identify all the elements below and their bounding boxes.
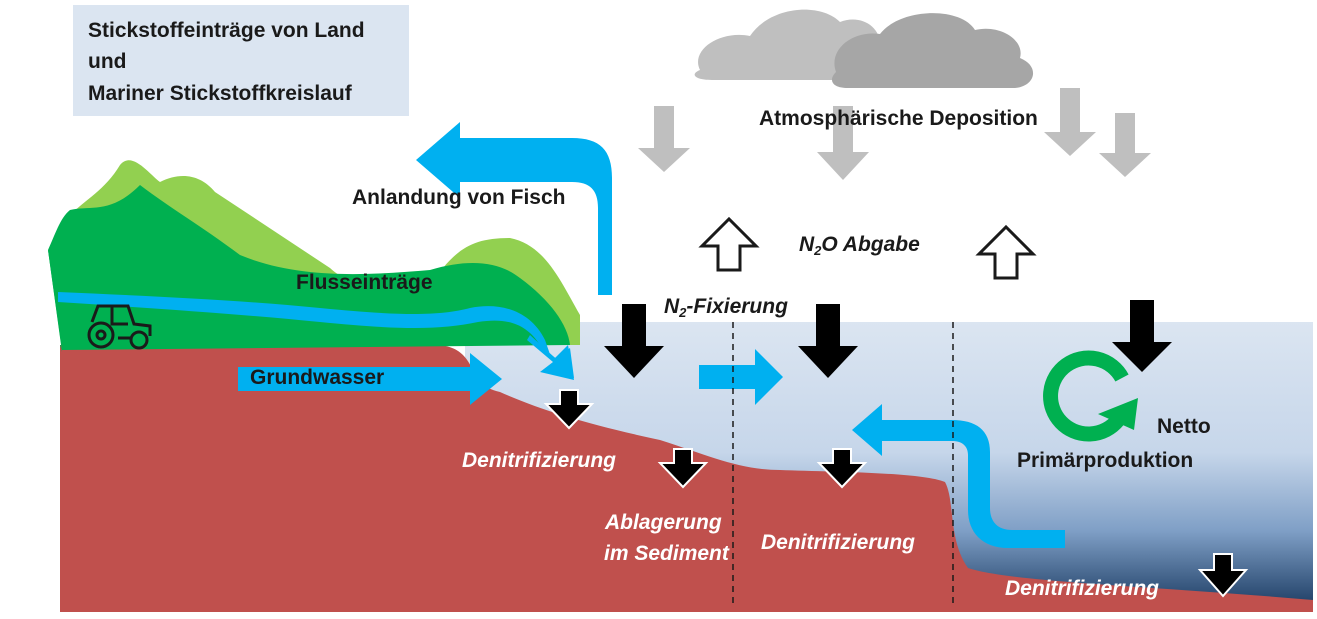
deposition-arrow <box>638 106 690 172</box>
title-line-3: Mariner Stickstoffkreislauf <box>88 82 352 105</box>
deposition-arrow <box>817 106 869 180</box>
n2o-up-arrow <box>698 216 760 272</box>
denitrification-arrow <box>543 389 595 430</box>
n2o-release-label: N2O Abgabe <box>799 233 920 258</box>
denitrification-arrow <box>1197 553 1249 598</box>
title-line-1: Stickstoffeinträge von Land <box>88 19 365 42</box>
sediment-label-line-2: im Sediment <box>604 542 729 565</box>
denitrification-arrow <box>816 448 868 489</box>
n2o-prefix: N <box>799 233 815 256</box>
n2o-release-arrows <box>698 216 1037 280</box>
return-flow-arrow <box>852 404 1065 548</box>
cloud-icon <box>694 9 1034 88</box>
fixation-arrow <box>798 304 858 378</box>
n2-prefix: N <box>664 295 680 318</box>
groundwater-arrow <box>238 353 502 405</box>
n2o-subscript: 2 <box>814 243 822 258</box>
fish-landing-arrow <box>416 122 612 295</box>
n2-fixation-label: N2-Fixierung <box>664 295 788 320</box>
deposition-arrows <box>638 88 1151 180</box>
deposition-arrow <box>1044 88 1096 156</box>
tractor-icon <box>87 304 152 350</box>
zone-boundaries <box>732 322 954 606</box>
net-production-line-1: Netto <box>1157 415 1211 438</box>
n2-suffix: -Fixierung <box>686 295 788 318</box>
sediment-label-line-1: Ablagerung <box>605 511 722 534</box>
sediment-arrow <box>657 448 709 489</box>
fixation-arrows <box>604 300 1172 378</box>
denitrification-label-3: Denitrifizierung <box>1005 577 1160 600</box>
deposition-arrow <box>1099 113 1151 177</box>
flow-arrow <box>699 349 783 405</box>
river-input-label: Flusseinträge <box>296 271 433 294</box>
sediment-down-arrows <box>543 389 1249 598</box>
groundwater-label: Grundwasser <box>250 366 385 389</box>
river-input-arrow <box>527 335 574 380</box>
fixation-arrow <box>1112 300 1172 372</box>
fish-landing-label: Anlandung von Fisch <box>352 186 566 209</box>
river <box>58 292 574 378</box>
n2o-up-arrow <box>975 224 1037 280</box>
recycle-arrow-icon <box>1043 350 1138 442</box>
denitrification-label-2: Denitrifizierung <box>761 531 916 554</box>
fixation-arrow <box>604 304 664 378</box>
atmospheric-deposition-label: Atmosphärische Deposition <box>759 107 1038 130</box>
n2o-suffix: O Abgabe <box>821 233 920 256</box>
title-line-2: und <box>88 50 127 73</box>
denitrification-label-1: Denitrifizierung <box>462 449 617 472</box>
title-box: Stickstoffeinträge von Land und Mariner … <box>73 5 409 116</box>
n2-subscript: 2 <box>679 305 687 320</box>
net-production-line-2: Primärproduktion <box>1017 449 1194 472</box>
